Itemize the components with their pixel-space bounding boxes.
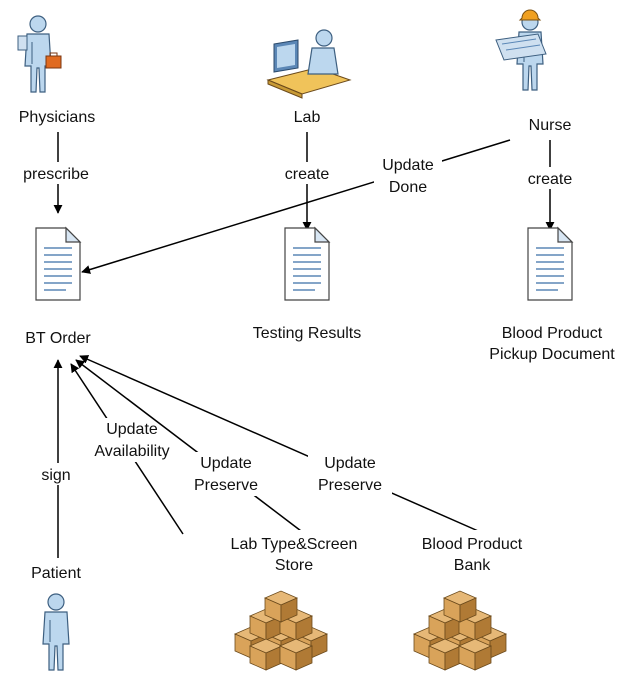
physician-icon [17,15,62,93]
node-pickup-document: Blood Product Pickup Document [489,227,615,363]
edge-label-update-done-1: Update [382,157,434,174]
edge-label-sign: sign [41,467,70,484]
edge-nurse-create: create [520,140,580,231]
edge-label-update-preserve-bank-2: Preserve [318,477,382,494]
node-lab: Lab [266,29,352,126]
edge-update-availability: Update Availability [70,363,184,535]
node-label-bt-order: BT Order [25,330,91,347]
node-nurse: Nurse [495,9,572,134]
person-icon [42,593,70,671]
edge-label-update-availability-2: Availability [94,443,169,460]
node-lab-store: Lab Type&Screen Store [216,530,372,670]
boxes-icon [235,591,327,670]
edge-label-update-availability-1: Update [106,421,158,438]
node-label-lab-store-1: Lab Type&Screen [231,536,358,553]
node-label-blood-bank-1: Blood Product [422,536,523,553]
node-bt-order: BT Order [25,227,91,347]
edge-label-update-preserve-store-2: Preserve [194,477,258,494]
document-icon [284,227,330,301]
edge-sign: sign [34,359,82,558]
boxes-icon [414,591,506,670]
edge-label-nurse-create: create [528,171,573,188]
edge-label-update-done-2: Done [389,179,427,196]
lab-worker-icon [266,29,352,99]
node-label-physicians: Physicians [19,109,95,126]
node-label-lab: Lab [294,109,321,126]
node-patient: Patient [31,565,81,671]
node-label-lab-store-2: Store [275,557,313,574]
node-physicians: Physicians [17,15,95,126]
node-label-pickup-document-1: Blood Product [502,325,603,342]
document-icon [527,227,573,301]
edge-lab-create: create [276,132,338,231]
document-icon [35,227,81,301]
node-label-pickup-document-2: Pickup Document [489,346,615,363]
edge-prescribe: prescribe [10,132,102,214]
edge-label-lab-create: create [285,166,330,183]
edge-label-update-preserve-bank-1: Update [324,455,376,472]
node-label-nurse: Nurse [529,117,572,134]
node-label-blood-bank-2: Bank [454,557,491,574]
edge-update-done: Update Done [81,139,511,274]
edge-update-preserve-store: Update Preserve [75,359,306,535]
edge-label-prescribe: prescribe [23,166,89,183]
nurse-icon [495,9,547,91]
edge-label-update-preserve-store-1: Update [200,455,252,472]
node-label-testing-results: Testing Results [253,325,362,342]
node-testing-results: Testing Results [253,227,362,342]
node-blood-bank: Blood Product Bank [406,530,538,670]
node-label-patient: Patient [31,565,81,582]
edge-update-preserve-bank: Update Preserve [79,355,486,535]
